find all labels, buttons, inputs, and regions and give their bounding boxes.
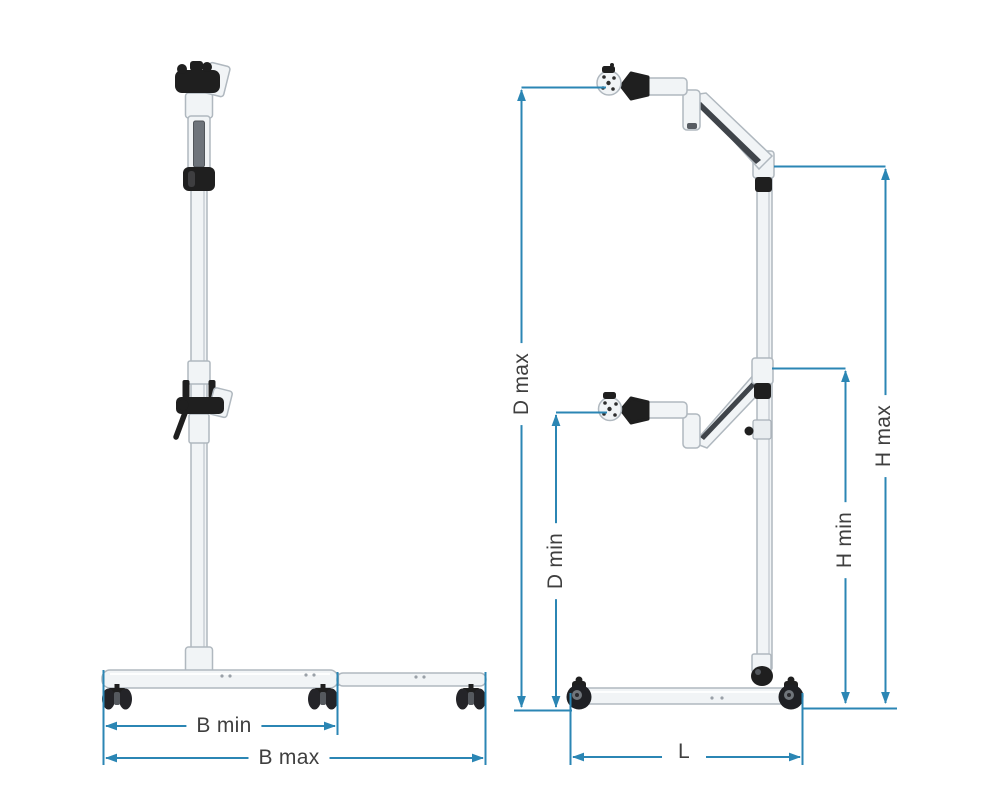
- holder-clamp: [175, 70, 220, 93]
- b-min-label: B min: [186, 713, 262, 739]
- front-base: [101, 646, 487, 689]
- head-clamp: [619, 396, 650, 425]
- tablet-holder-top: [175, 61, 231, 191]
- caster-front-mid: [308, 684, 338, 710]
- h-max-label: H max: [871, 394, 897, 478]
- base-bar-extension: [336, 672, 487, 687]
- d-min-label: D min: [543, 522, 569, 600]
- height-adjust-collar: [744, 419, 772, 440]
- caster-front-right: [456, 684, 486, 710]
- gas-spring-slot: [193, 120, 205, 168]
- l-label: L: [662, 739, 706, 765]
- front-view-stand: [101, 61, 487, 710]
- tablet-holder-mid: [173, 360, 233, 444]
- monitor-arm-mid: [597, 357, 774, 449]
- dimension-lines-side: [514, 86, 897, 765]
- side-view-stand: [566, 63, 804, 710]
- arm-elbow: [682, 413, 701, 449]
- caster-front-left: [102, 684, 132, 710]
- caster-side-left: [566, 676, 592, 710]
- monitor-arm-top: [596, 63, 774, 171]
- caster-side-right: [778, 676, 804, 710]
- arm-pole-connector-mid: [751, 357, 774, 385]
- dimension-lines-front: [102, 670, 487, 765]
- d-max-label: D max: [509, 342, 535, 426]
- locking-lever: [173, 410, 188, 440]
- holder-clamp: [176, 397, 224, 414]
- h-min-label: H min: [832, 501, 858, 579]
- adjustment-knob: [183, 167, 215, 191]
- head-clamp: [619, 71, 650, 101]
- arm-elbow: [682, 89, 701, 131]
- side-base: [569, 653, 804, 705]
- gas-spring-arm: [690, 92, 774, 171]
- arm-front-segment: [644, 77, 688, 96]
- base-bar-main: [101, 669, 339, 689]
- base-bar-side: [569, 687, 804, 705]
- base-tee-joint: [184, 646, 214, 674]
- arm-front-segment: [644, 401, 688, 419]
- b-max-label: B max: [248, 745, 330, 771]
